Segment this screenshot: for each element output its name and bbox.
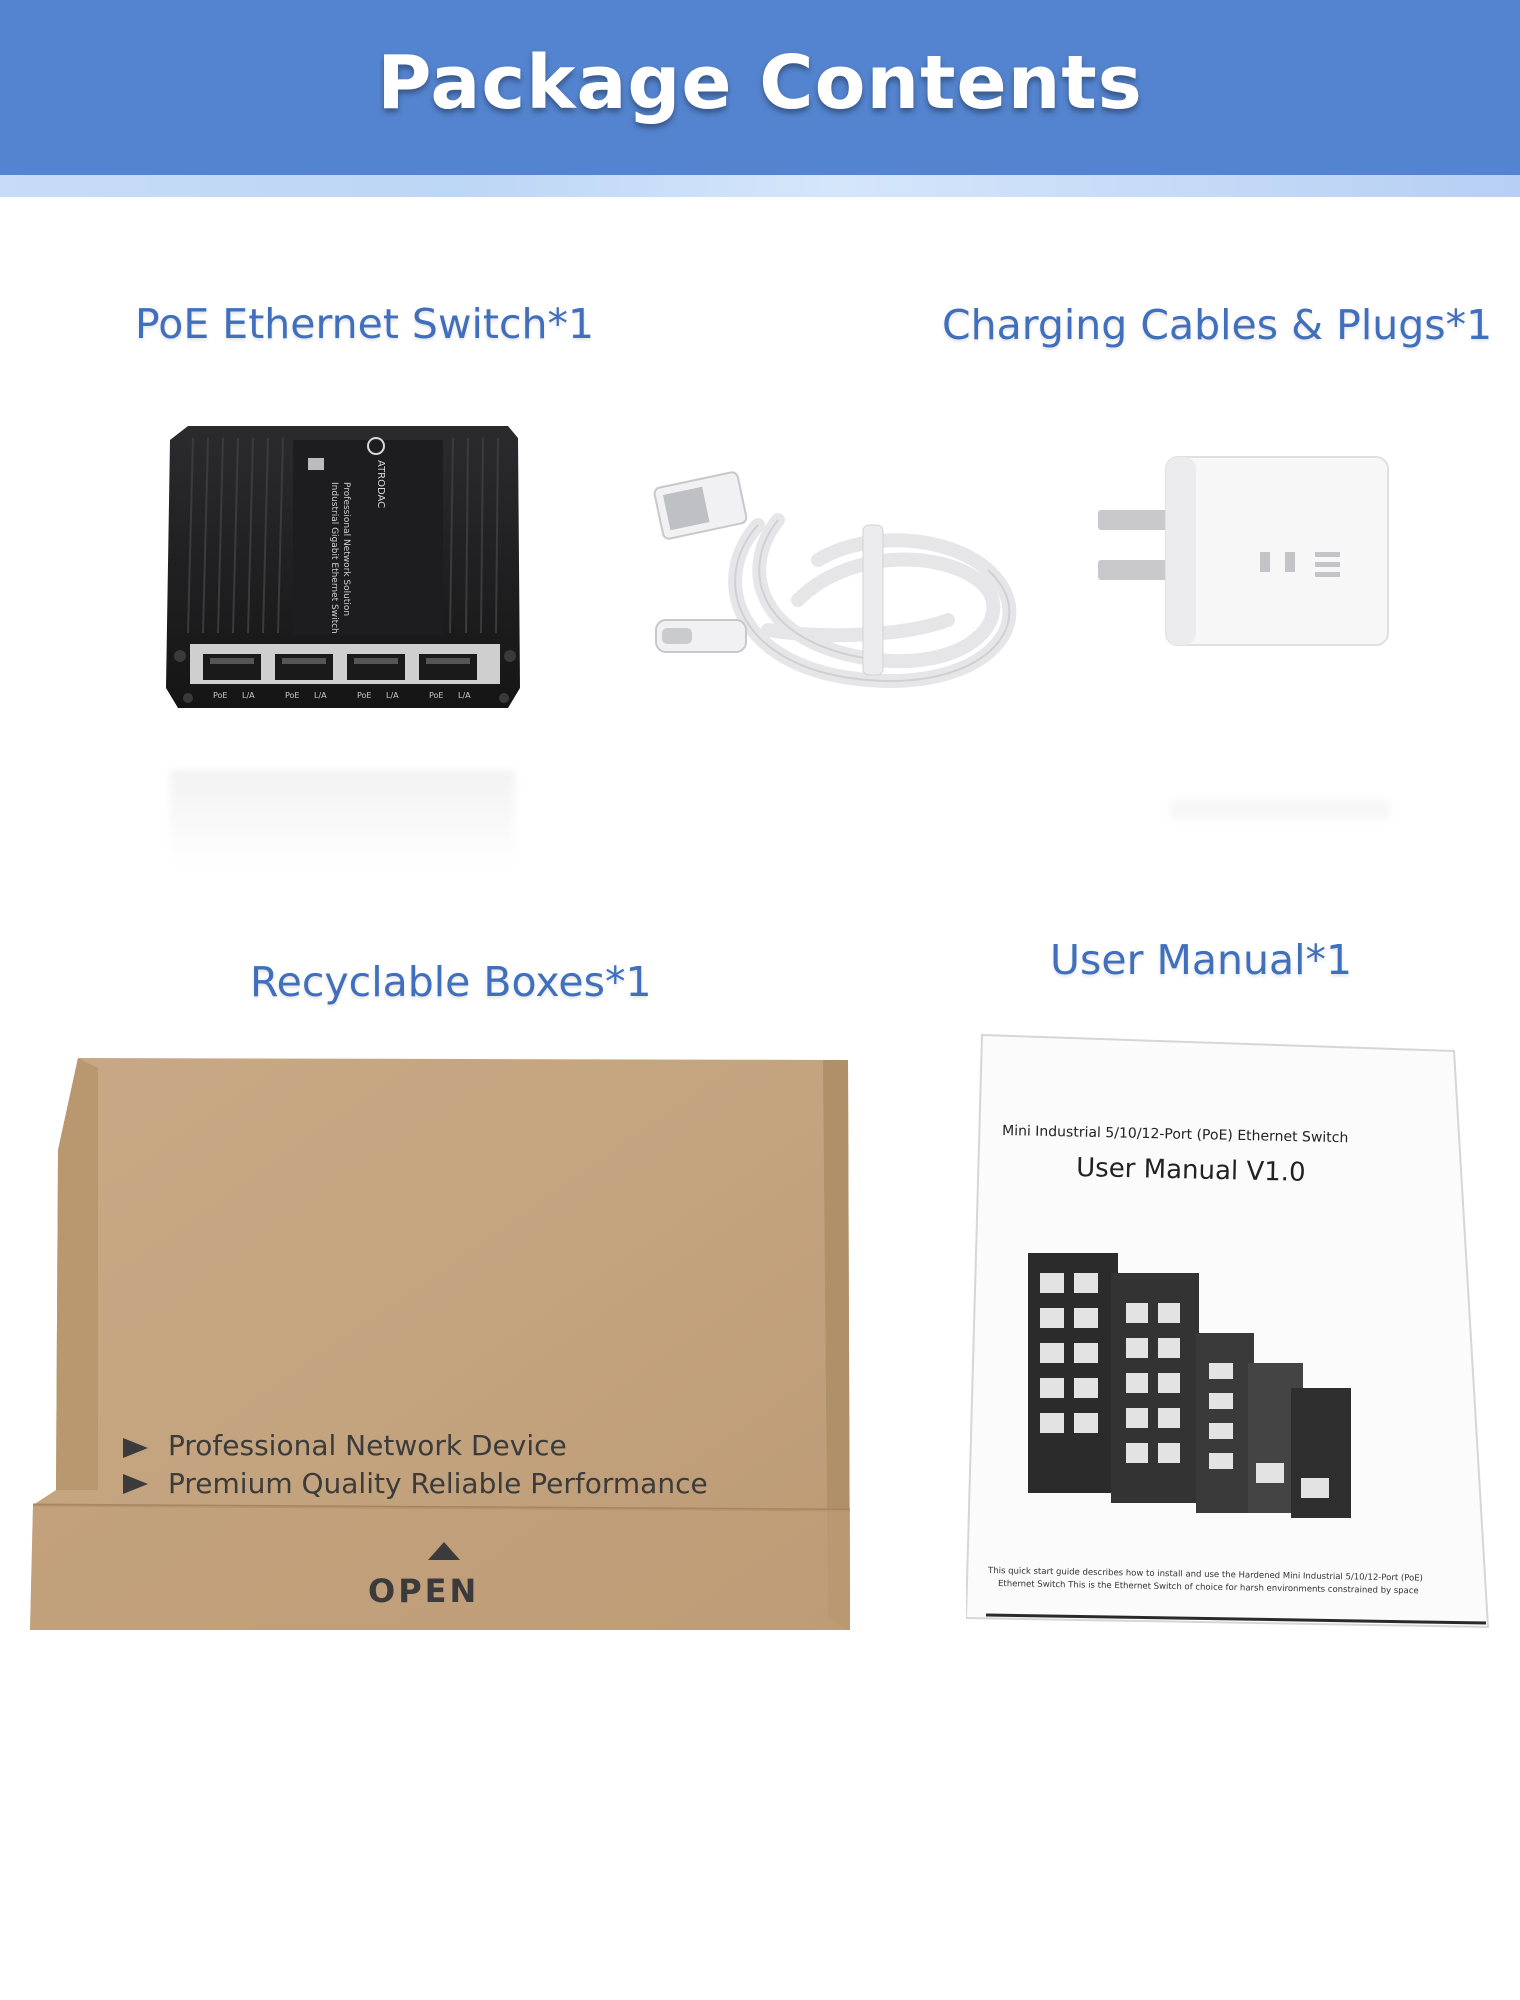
label-recyclable-boxes: Recyclable Boxes*1 bbox=[250, 958, 652, 1006]
port-label: L/A bbox=[386, 691, 399, 700]
page-title: Package Contents bbox=[377, 40, 1143, 126]
box-line2: Premium Quality Reliable Performance bbox=[168, 1467, 708, 1500]
label-user-manual: User Manual*1 bbox=[1050, 936, 1353, 984]
port-label: L/A bbox=[458, 691, 471, 700]
port-label: PoE bbox=[357, 691, 372, 700]
box-line1: Professional Network Device bbox=[168, 1429, 567, 1462]
box-open-label: OPEN bbox=[368, 1572, 479, 1610]
port-label: PoE bbox=[213, 691, 228, 700]
usb-cable-image bbox=[653, 471, 1017, 688]
poe-switch-image: ATRODAC Professional Network Solution In… bbox=[166, 426, 520, 708]
switch-line1: Professional Network Solution bbox=[341, 482, 351, 616]
header-glow bbox=[0, 175, 1520, 197]
port-label: PoE bbox=[429, 691, 444, 700]
manual-title: User Manual V1.0 bbox=[1076, 1153, 1306, 1188]
label-poe-switch: PoE Ethernet Switch*1 bbox=[135, 300, 595, 348]
charger-reflection bbox=[1170, 800, 1390, 820]
switch-brand: ATRODAC bbox=[375, 460, 386, 508]
port-label: L/A bbox=[314, 691, 327, 700]
cardboard-box-image: Professional Network Device Premium Qual… bbox=[30, 1058, 851, 1630]
switch-line2: Industrial Gigabit Ethernet Switch bbox=[329, 482, 339, 634]
charger-plug-image bbox=[1098, 456, 1389, 646]
port-label: L/A bbox=[242, 691, 255, 700]
header-banner bbox=[0, 0, 1520, 175]
switch-reflection bbox=[170, 770, 515, 870]
label-charging-cables: Charging Cables & Plugs*1 bbox=[942, 301, 1493, 349]
port-label: PoE bbox=[285, 691, 300, 700]
user-manual-image: Mini Industrial 5/10/12-Port (PoE) Ether… bbox=[966, 1033, 1490, 1629]
manual-subtitle: Mini Industrial 5/10/12-Port (PoE) Ether… bbox=[1002, 1123, 1349, 1146]
